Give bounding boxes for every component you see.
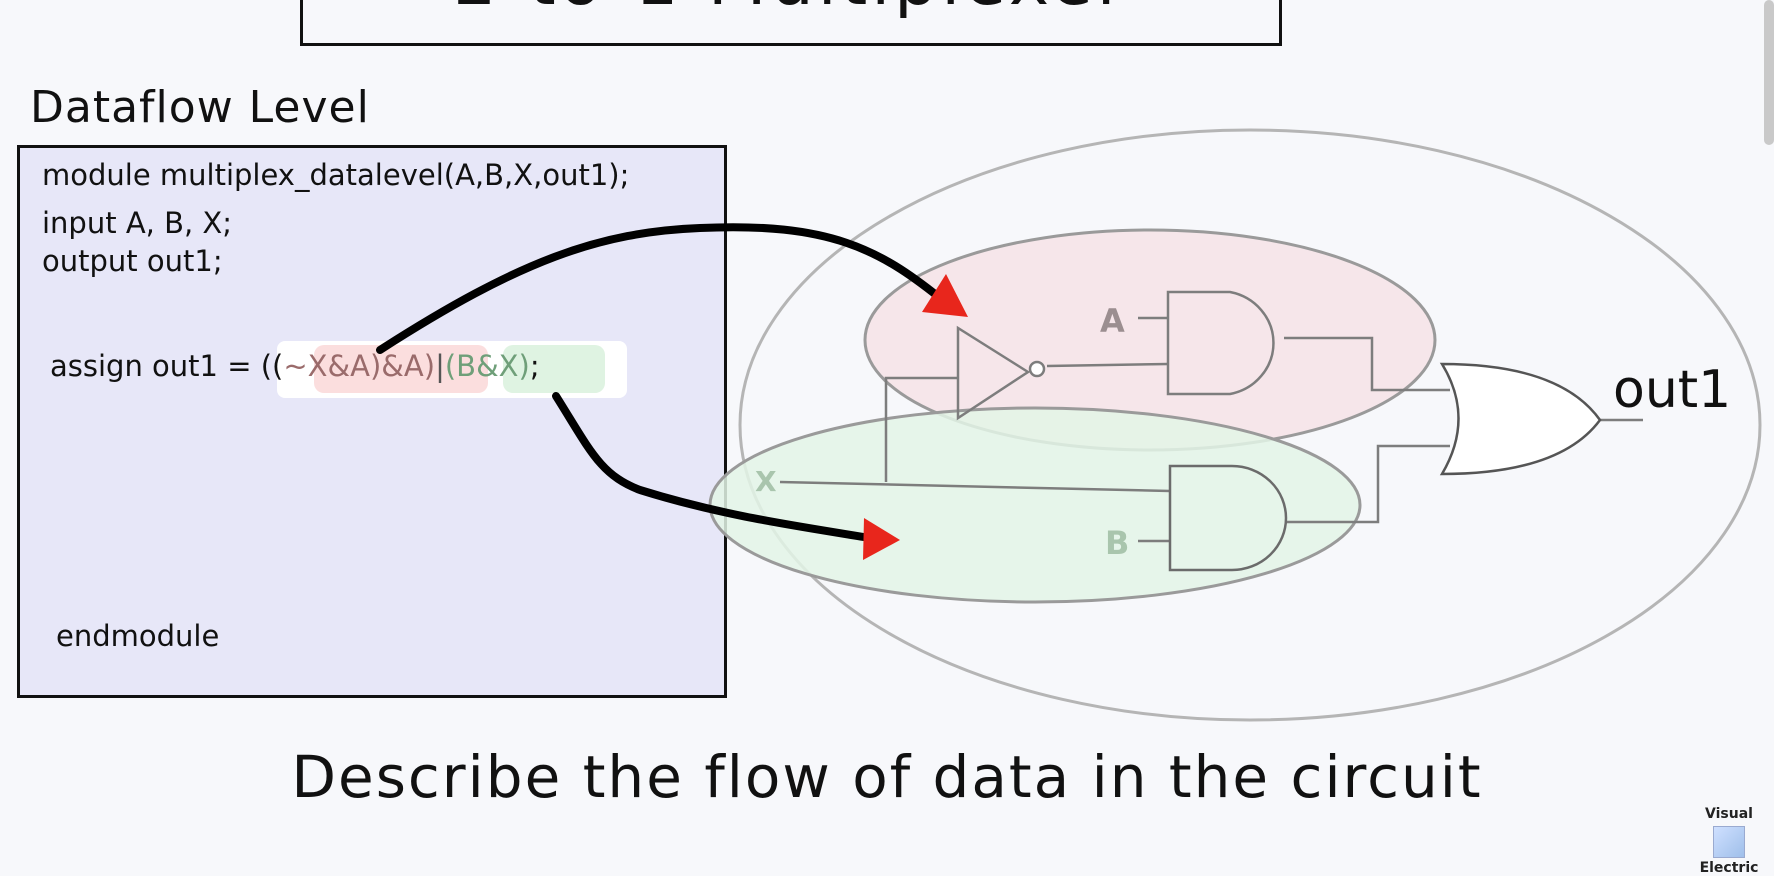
arrow-curve-bottom [552, 392, 874, 542]
label-b: B [1105, 524, 1129, 562]
assign-open-parens: (( [260, 349, 284, 383]
logo-text-top: Visual [1705, 806, 1753, 822]
label-out1: out1 [1613, 360, 1731, 420]
and-gate-2-icon [1168, 464, 1288, 572]
arrow-head-icon-2 [863, 518, 900, 560]
assign-or-operator: | [435, 349, 445, 383]
wire-x [779, 480, 1171, 493]
slide-caption: Describe the flow of data in the circuit [291, 743, 1483, 811]
wire-x-to-not [884, 376, 958, 482]
assign-semicolon: ; [529, 349, 540, 383]
label-a: A [1100, 302, 1125, 340]
logo-icon: Visual Electric [1694, 806, 1764, 876]
term2-highlight [503, 345, 605, 393]
wire-not-to-and [1046, 362, 1169, 368]
code-input-line: input A, B, X; [42, 206, 233, 240]
logo-square [1713, 826, 1745, 858]
slide-title: 2-to-1 Multiplexer [303, 0, 1279, 21]
section-label: Dataflow Level [30, 82, 370, 133]
arrow-curve-top [376, 223, 944, 354]
assign-term2: (B&X) [444, 349, 530, 383]
wires [779, 316, 1643, 543]
code-assign-line: assign out1 = ((~X&A)&A)|(B&X); [50, 349, 540, 383]
wire-and1-to-or [1284, 336, 1450, 392]
arrow-head-icon [922, 274, 968, 317]
label-x: X [755, 465, 777, 498]
code-end-line: endmodule [56, 619, 220, 653]
scrollbar[interactable] [1764, 0, 1774, 145]
and-gate-1-icon [1166, 290, 1275, 396]
green-ellipse [708, 406, 1362, 604]
code-output-line: output out1; [42, 244, 223, 278]
or-gate-icon [1439, 362, 1602, 476]
outer-ellipse [738, 128, 1762, 722]
wire-and2-to-or [1286, 444, 1450, 524]
not-gate-icon [956, 325, 1046, 421]
assign-prefix: assign out1 = [50, 349, 261, 383]
code-module-line: module multiplex_datalevel(A,B,X,out1); [42, 158, 630, 192]
assign-term1: ~X&A)&A) [283, 349, 436, 383]
logo-text-bottom: Electric [1699, 860, 1759, 876]
title-box: 2-to-1 Multiplexer [300, 0, 1282, 46]
term1-highlight [314, 345, 488, 393]
